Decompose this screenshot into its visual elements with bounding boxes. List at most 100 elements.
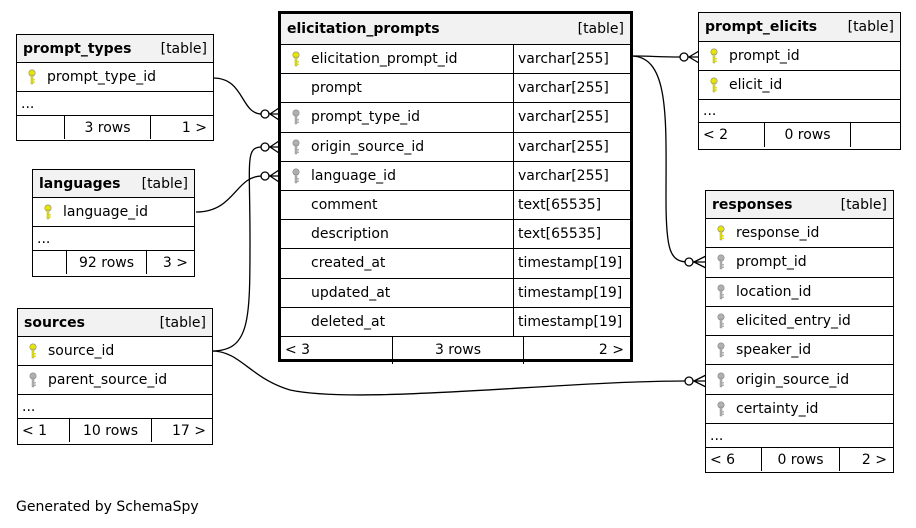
column-row[interactable]: prompt_id [699, 42, 900, 71]
children-count[interactable]: 1 > [181, 119, 207, 136]
foreign-key-icon [717, 254, 725, 270]
column-name: comment [311, 197, 378, 214]
edge-marker [260, 171, 270, 181]
table-name: sources [24, 314, 85, 331]
column-cell: prompt_type_id [281, 108, 513, 126]
column-name: location_id [736, 283, 812, 300]
children-count[interactable]: 2 > [861, 451, 887, 468]
column-cell: prompt [281, 80, 513, 96]
foreign-key-icon [29, 372, 37, 388]
table-header: sources [table] [18, 309, 212, 337]
table-header: prompt_elicits [table] [699, 13, 900, 42]
parents-count[interactable] [33, 251, 67, 274]
primary-key-icon [710, 48, 718, 64]
table-sources[interactable]: sources [table] source_id parent_source_i… [17, 308, 213, 445]
column-row[interactable]: origin_source_id [706, 365, 893, 395]
children-count[interactable]: 17 > [172, 422, 206, 439]
column-row[interactable]: prompt_id [706, 248, 893, 278]
table-languages[interactable]: languages [table] language_id...92 rows 3… [32, 169, 195, 277]
column-row[interactable]: prompt_type_id [17, 63, 213, 92]
parents-count[interactable]: < 2 [699, 123, 765, 147]
table-name: languages [39, 175, 121, 192]
column-row[interactable]: language_id [33, 198, 194, 227]
table-prompt-types[interactable]: prompt_types [table] prompt_type_id...3 … [16, 34, 214, 141]
column-name: updated_at [311, 284, 391, 301]
more-columns-ellipsis: ... [33, 227, 194, 251]
column-cell: elicit_id [699, 76, 900, 94]
parents-count[interactable]: < 6 [706, 448, 762, 472]
column-cell: speaker_id [706, 341, 893, 359]
foreign-key-icon [292, 168, 300, 184]
column-row[interactable]: certainty_id [706, 395, 893, 425]
table-name: responses [712, 196, 793, 213]
table-header: languages [table] [33, 170, 194, 198]
row-count[interactable]: 0 rows [762, 448, 840, 472]
table-name: prompt_types [23, 40, 132, 57]
column-row[interactable]: elicit_id [699, 71, 900, 100]
children-count[interactable]: 2 > [598, 342, 624, 359]
column-type: text[65535] [513, 220, 630, 249]
row-count[interactable]: 92 rows [67, 251, 147, 274]
edge-response-prompt [630, 55, 706, 263]
crowfoot [269, 107, 280, 121]
parents-count[interactable]: < 3 [281, 336, 393, 364]
row-count[interactable]: 10 rows [70, 419, 152, 442]
more-columns-ellipsis: ... [17, 92, 213, 116]
table-prompt-elicits[interactable]: prompt_elicits [table] prompt_id elicit_i… [698, 12, 901, 150]
primary-key-icon [29, 343, 37, 359]
column-cell: deleted_at [281, 314, 513, 330]
column-name: prompt_type_id [47, 69, 156, 85]
table-header: responses [table] [706, 191, 893, 219]
row-count[interactable]: 0 rows [765, 123, 851, 147]
column-type: timestamp[19] [513, 307, 630, 336]
edge-prompt-type [212, 77, 279, 115]
primary-key-icon [717, 225, 725, 241]
table-kind: [table] [840, 196, 887, 213]
column-cell: source_id [18, 342, 212, 360]
column-row[interactable]: location_id [706, 278, 893, 307]
table-header: prompt_types [table] [17, 35, 213, 63]
primary-key-icon [44, 204, 52, 220]
primary-key-icon [292, 51, 300, 67]
column-name: prompt_type_id [311, 109, 420, 126]
table-elicitation-prompts[interactable]: elicitation_prompts [table] elicitation_… [278, 11, 633, 364]
foreign-key-icon [292, 139, 300, 154]
row-count[interactable]: 3 rows [65, 116, 151, 139]
column-cell: language_id [281, 167, 513, 185]
table-name: prompt_elicits [705, 19, 818, 35]
edge-marker [684, 257, 694, 267]
foreign-key-icon [717, 372, 725, 387]
column-row[interactable]: response_id [706, 219, 893, 249]
children-count[interactable] [851, 123, 900, 147]
parents-count[interactable] [17, 116, 65, 139]
column-name: prompt_id [729, 48, 800, 64]
column-row[interactable]: parent_source_id [18, 366, 212, 395]
edge-marker [679, 52, 689, 62]
row-count[interactable]: 3 rows [393, 336, 524, 364]
crowfoot [269, 140, 280, 154]
column-row[interactable]: source_id [18, 337, 212, 366]
column-cell: prompt_id [706, 253, 893, 271]
parents-count[interactable]: < 1 [18, 419, 70, 442]
table-kind: [table] [577, 21, 624, 37]
more-columns-ellipsis: ... [18, 395, 212, 419]
column-row[interactable]: elicited_entry_id [706, 307, 893, 337]
column-row[interactable]: speaker_id [706, 336, 893, 366]
column-name: created_at [311, 255, 386, 272]
column-cell: parent_source_id [18, 371, 212, 389]
column-name: certainty_id [736, 400, 819, 417]
edge-marker [260, 109, 270, 119]
children-count[interactable]: 3 > [162, 254, 188, 271]
